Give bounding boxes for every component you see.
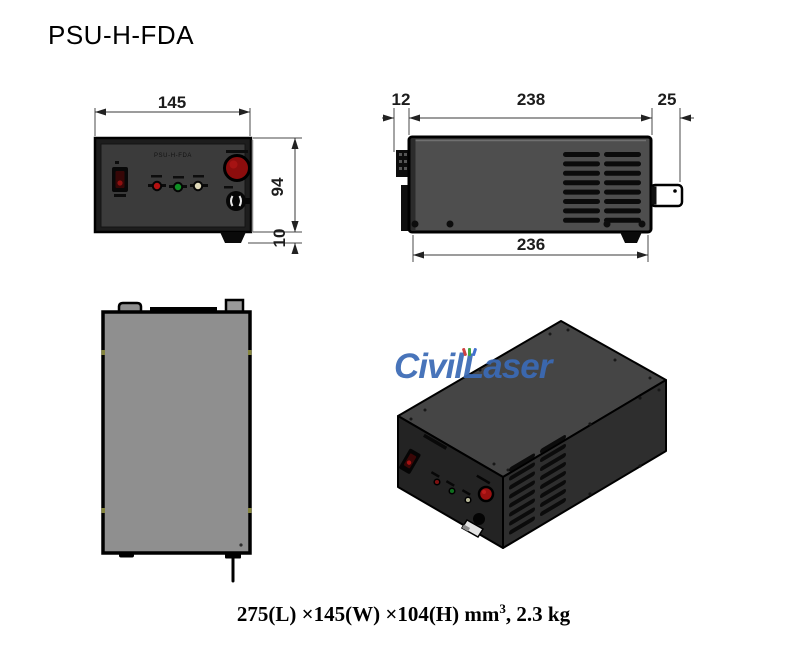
vent-slot [604, 170, 641, 176]
iso-lid-screws [409, 328, 661, 472]
side-foot [620, 232, 642, 243]
iso-right-face [502, 379, 667, 549]
page-title: PSU-H-FDA [48, 20, 195, 50]
vent-slot [509, 516, 535, 535]
vent-slot [604, 161, 641, 167]
vent-slot [540, 497, 566, 517]
vent-slot [509, 507, 535, 526]
emergency-stop-button [223, 150, 251, 182]
logo-tick-green [468, 348, 471, 356]
vent-slot [563, 161, 600, 167]
top-panel-bar [150, 307, 217, 312]
rear-connector [649, 183, 684, 208]
side-front-overhang-label: 12 [392, 90, 411, 109]
side-rear-overhang-label: 25 [658, 90, 677, 109]
side-bottom-dimension: 236 [412, 235, 649, 262]
led-yellow [192, 180, 204, 192]
vent-slot [563, 180, 600, 186]
iso-front-panel [399, 433, 495, 539]
side-body-label: 238 [517, 90, 545, 109]
front-height-label: 94 [268, 177, 287, 196]
vent-slot [540, 470, 566, 490]
power-switch [112, 161, 128, 197]
indicator-leds [148, 175, 208, 193]
side-bottom-label: 236 [517, 235, 545, 254]
top-chassis [101, 298, 252, 583]
iso-panel-label-mark [423, 433, 448, 450]
front-width-label: 145 [158, 95, 186, 112]
front-foot-label: 10 [270, 229, 289, 248]
vent-slot [604, 180, 641, 186]
caption-exponent: 3 [499, 601, 506, 616]
front-foot [220, 232, 246, 243]
vent-slot [604, 217, 641, 223]
vent-slot [604, 189, 641, 195]
vent-slot [563, 152, 600, 157]
vent-slot [563, 170, 600, 176]
top-switch-bump [117, 301, 143, 314]
caption-weight: , 2.3 kg [505, 602, 571, 626]
vent-slot [509, 498, 535, 517]
vent-slot [563, 217, 600, 223]
front-terminal-block [396, 150, 409, 177]
front-height-dimension: 94 [253, 137, 302, 233]
vent-slot [540, 443, 566, 463]
vent-slot [604, 208, 641, 214]
iso-vent-grid [509, 434, 566, 535]
watermark-logo: CivilLaser [394, 347, 552, 387]
side-vent-grid [563, 152, 641, 223]
vent-slot [509, 471, 535, 490]
iso-side-screws [588, 396, 642, 496]
vent-slot [509, 489, 535, 508]
led-red [151, 180, 163, 192]
vent-slot [563, 199, 600, 204]
iso-estop-button [476, 474, 495, 503]
vent-slot [540, 452, 566, 472]
top-view-drawing [101, 298, 252, 583]
vent-slot [540, 461, 566, 481]
bottom-screws [411, 220, 646, 228]
front-chassis: PSU-H-FDA [93, 136, 254, 243]
side-chassis [396, 135, 684, 243]
side-view-drawing: 12 238 25 [382, 90, 694, 262]
led-green [172, 181, 184, 193]
vent-slot [540, 488, 566, 508]
vent-slot [604, 152, 641, 157]
iso-leds [430, 471, 472, 504]
vent-slot [604, 199, 641, 204]
top-rear-foot-right [225, 553, 241, 559]
isometric-view-drawing [397, 320, 667, 549]
front-bezel-protrusion [401, 185, 409, 231]
vent-slot [563, 189, 600, 195]
vent-slot [509, 462, 535, 481]
side-top-dimensions: 12 238 25 [382, 90, 694, 182]
iso-power-switch [399, 448, 421, 474]
vent-slot [509, 480, 535, 499]
caption-dimensions: 275(L) ×145(W) ×104(H) mm [236, 602, 500, 626]
vent-slot [540, 434, 566, 454]
top-rear-foot-left [119, 553, 134, 558]
top-button-bump [224, 298, 245, 314]
size-caption: 275(L) ×145(W) ×104(H) mm3, 2.3 kg [0, 601, 807, 627]
front-width-dimension: 145 [94, 95, 251, 136]
key-switch [224, 186, 250, 211]
vent-slot [540, 479, 566, 499]
iso-key-switch [460, 513, 485, 539]
front-view-drawing: 145 PSU-H-FDA [93, 95, 302, 254]
vent-slot [563, 208, 600, 214]
vent-slot [509, 453, 535, 472]
front-panel-label: PSU-H-FDA [154, 153, 192, 159]
front-foot-dimension: 10 [248, 221, 302, 254]
